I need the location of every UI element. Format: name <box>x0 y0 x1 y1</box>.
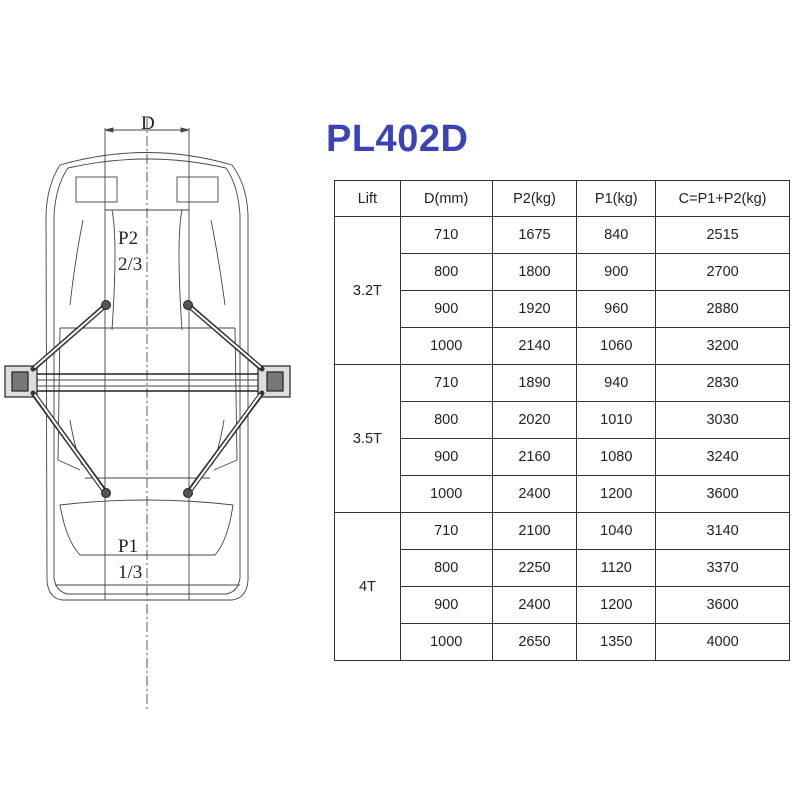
p2-cell: 1675 <box>491 216 578 254</box>
load-capacity-table: Lift D(mm) P2(kg) P1(kg) C=P1+P2(kg) 3.2… <box>334 180 790 661</box>
p2-cell: 1890 <box>491 364 578 402</box>
c-cell: 3140 <box>655 512 790 550</box>
p2-cell: 2100 <box>491 512 578 550</box>
header-c: C=P1+P2(kg) <box>655 180 790 217</box>
header-p2: P2(kg) <box>491 180 578 217</box>
c-cell: 3240 <box>655 438 790 476</box>
p2-cell: 2650 <box>491 623 578 661</box>
header-d: D(mm) <box>399 180 493 217</box>
left-column <box>4 365 38 398</box>
d-cell: 710 <box>399 216 493 254</box>
lift-capacity-cell: 4T <box>334 512 401 661</box>
d-cell: 1000 <box>399 327 493 365</box>
d-cell: 800 <box>399 549 493 587</box>
d-cell: 1000 <box>399 623 493 661</box>
lift-pads <box>101 300 193 498</box>
p2-cell: 2140 <box>491 327 578 365</box>
p1-cell: 1120 <box>576 549 657 587</box>
p1-cell: 940 <box>576 364 657 402</box>
p2-cell: 2020 <box>491 401 578 439</box>
table-header-row: Lift D(mm) P2(kg) P1(kg) C=P1+P2(kg) <box>334 180 790 217</box>
c-cell: 2880 <box>655 290 790 328</box>
d-cell: 900 <box>399 586 493 624</box>
header-lift: Lift <box>334 180 401 217</box>
p1-cell: 1080 <box>576 438 657 476</box>
p2-cell: 2160 <box>491 438 578 476</box>
lift-capacity-cell: 3.2T <box>334 216 401 365</box>
c-cell: 3600 <box>655 586 790 624</box>
p2-cell: 2250 <box>491 549 578 587</box>
p1-label: P1 <box>118 536 138 557</box>
p2-cell: 1800 <box>491 253 578 291</box>
p1-cell: 1010 <box>576 401 657 439</box>
p1-fraction: 1/3 <box>118 562 142 583</box>
c-cell: 3030 <box>655 401 790 439</box>
d-cell: 900 <box>399 438 493 476</box>
d-cell: 1000 <box>399 475 493 513</box>
p2-cell: 2400 <box>491 475 578 513</box>
d-cell: 710 <box>399 512 493 550</box>
c-cell: 3200 <box>655 327 790 365</box>
d-cell: 900 <box>399 290 493 328</box>
p1-cell: 1040 <box>576 512 657 550</box>
d-cell: 800 <box>399 253 493 291</box>
d-cell: 710 <box>399 364 493 402</box>
p1-cell: 960 <box>576 290 657 328</box>
p2-fraction: 2/3 <box>118 254 142 275</box>
c-cell: 2515 <box>655 216 790 254</box>
lift-capacity-cell: 3.5T <box>334 364 401 513</box>
p1-cell: 840 <box>576 216 657 254</box>
car-lift-diagram: D P2 2/3 P1 1/3 <box>4 113 291 710</box>
dimension-d-label: D <box>141 113 155 134</box>
c-cell: 3600 <box>655 475 790 513</box>
p1-cell: 1200 <box>576 475 657 513</box>
c-cell: 2700 <box>655 253 790 291</box>
p1-cell: 1060 <box>576 327 657 365</box>
lift-arms <box>30 302 265 496</box>
model-title: PL402D <box>326 118 469 160</box>
p2-cell: 1920 <box>491 290 578 328</box>
header-p1: P1(kg) <box>576 180 657 217</box>
c-cell: 3370 <box>655 549 790 587</box>
p1-cell: 900 <box>576 253 657 291</box>
p2-label: P2 <box>118 228 138 249</box>
d-cell: 800 <box>399 401 493 439</box>
p2-cell: 2400 <box>491 586 578 624</box>
p1-cell: 1350 <box>576 623 657 661</box>
car-outline <box>45 152 249 601</box>
c-cell: 4000 <box>655 623 790 661</box>
p1-cell: 1200 <box>576 586 657 624</box>
c-cell: 2830 <box>655 364 790 402</box>
